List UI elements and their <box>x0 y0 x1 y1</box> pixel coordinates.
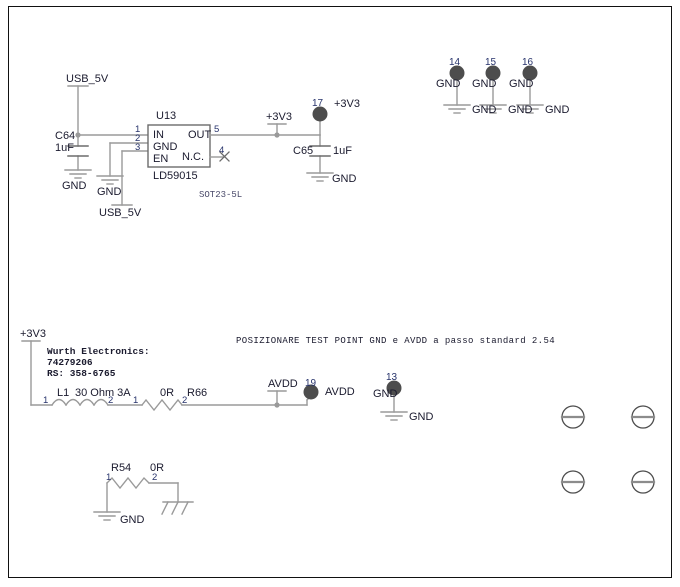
testpoint-pad-15 <box>485 65 501 81</box>
gnd-symbol-tp13 <box>380 411 408 421</box>
gnd-label-u13-pin2: GND <box>97 186 122 198</box>
resistor-r54-value[interactable]: 0R <box>150 462 165 474</box>
resistor-r54-pin-2: 2 <box>152 472 158 483</box>
manufacturer-note-line2: 74279206 <box>47 357 93 368</box>
manufacturer-note-line1: Wurth Electronics: <box>47 346 150 357</box>
placement-note: POSIZIONARE TEST POINT GND e AVDD a pass… <box>236 336 556 346</box>
u13-pin-name-nc: N.C. <box>182 151 204 163</box>
gnd-symbol-c64 <box>64 169 92 179</box>
resistor-r54-refdes[interactable]: R54 <box>111 462 132 474</box>
testpoint-overlay-label-14[interactable]: GND <box>436 78 461 90</box>
chassis-ground-symbol <box>161 501 194 515</box>
gnd-symbol-tp14 <box>443 104 471 114</box>
junction-avdd <box>274 402 280 408</box>
mounting-hole-2 <box>630 405 656 429</box>
testpoint-overlay-label-19[interactable]: AVDD <box>325 386 355 398</box>
resistor-r66-refdes[interactable]: R66 <box>187 387 208 399</box>
resistor-r66-pin-1: 1 <box>133 395 139 406</box>
mounting-hole-3 <box>560 470 586 494</box>
capacitor-c64-refdes[interactable]: C64 <box>55 130 76 142</box>
resistor-r66-value[interactable]: 0R <box>160 387 175 399</box>
u13-part-number[interactable]: LD59015 <box>153 170 198 182</box>
gnd-label-tp13: GND <box>409 411 434 423</box>
nc-cross-icon <box>219 151 230 162</box>
net-stub-usb5v-top <box>67 85 89 136</box>
testpoint-pad-17 <box>312 106 328 122</box>
resistor-r54-symbol <box>106 476 150 490</box>
mounting-hole-1 <box>560 405 586 429</box>
sheet-border <box>8 6 672 578</box>
testpoint-number-19: 19 <box>305 378 317 389</box>
net-stub-3v3-filter <box>21 340 41 406</box>
inductor-l1-symbol <box>51 398 109 406</box>
gnd-symbol-u13 <box>96 175 124 185</box>
manufacturer-note-line3: RS: 358-6765 <box>47 368 116 379</box>
wire-u13-pin2-gnd <box>109 142 149 177</box>
inductor-l1-value[interactable]: 30 Ohm 3A <box>75 387 131 399</box>
net-label-usb5v-enable[interactable]: USB_5V <box>99 207 142 219</box>
net-label-avdd[interactable]: AVDD <box>268 378 298 390</box>
testpoint-overlay-label-13[interactable]: GND <box>373 388 398 400</box>
resistor-r66-symbol <box>141 398 183 412</box>
testpoint-number-15: 15 <box>485 57 497 68</box>
net-label-3v3-out[interactable]: +3V3 <box>266 111 292 123</box>
u13-pin-number-1: 1 <box>135 124 141 135</box>
resistor-r66-pin-2: 2 <box>182 395 188 406</box>
testpoint-pad-19 <box>303 384 319 400</box>
u13-pin-number-5: 5 <box>214 124 220 135</box>
gnd-label-tp16: GND <box>545 104 570 116</box>
testpoint-number-17: 17 <box>312 98 324 109</box>
testpoint-pad-16 <box>522 65 538 81</box>
mounting-hole-4 <box>630 470 656 494</box>
net-label-3v3-filter[interactable]: +3V3 <box>20 328 46 340</box>
resistor-r54-pin-1: 1 <box>106 472 112 483</box>
junction-usb5v <box>75 132 81 138</box>
gnd-label-tp14: GND <box>472 104 497 116</box>
gnd-label-c65: GND <box>332 173 357 185</box>
testpoint-overlay-label-15[interactable]: GND <box>472 78 497 90</box>
testpoint-overlay-label-16[interactable]: GND <box>509 78 534 90</box>
capacitor-c65-symbol <box>309 145 331 157</box>
testpoint-number-16: 16 <box>522 57 534 68</box>
junction-dots <box>75 132 280 408</box>
testpoint-net-label-17[interactable]: +3V3 <box>334 98 360 110</box>
gnd-label-c64: GND <box>62 180 87 192</box>
gnd-label-tp15: GND <box>508 104 533 116</box>
capacitor-c64-value[interactable]: 1uF <box>55 142 74 154</box>
gnd-symbol-c65 <box>306 172 334 182</box>
junction-3v3-out <box>274 132 280 138</box>
testpoint-pad-13 <box>386 380 402 396</box>
net-label-usb5v-top[interactable]: USB_5V <box>66 73 109 85</box>
gnd-label-r54: GND <box>120 514 145 526</box>
gnd-symbol-tp16 <box>516 104 544 114</box>
testpoint-number-13: 13 <box>386 372 398 383</box>
inductor-l1-pin-2: 2 <box>108 395 114 406</box>
u13-pin-number-2: 2 <box>135 133 141 144</box>
inductor-l1-refdes[interactable]: L1 <box>57 387 70 399</box>
u13-pin-name-gnd: GND <box>153 141 178 153</box>
testpoint-number-14: 14 <box>449 57 461 68</box>
testpoint-pad-14 <box>449 65 465 81</box>
u13-pin-name-en: EN <box>153 153 169 165</box>
testpoint-pads <box>303 65 538 400</box>
inductor-l1-pin-1: 1 <box>43 395 49 406</box>
capacitor-c64-symbol <box>67 145 89 157</box>
gnd-symbol-r54 <box>93 511 121 521</box>
u13-pin-number-3: 3 <box>135 142 141 153</box>
u13-pin-name-out: OUT <box>188 129 212 141</box>
u13-pin-name-in: IN <box>153 129 164 141</box>
u13-pin-number-4: 4 <box>219 145 225 156</box>
capacitor-c65-value[interactable]: 1uF <box>333 145 352 157</box>
u13-refdes[interactable]: U13 <box>156 110 177 122</box>
capacitor-c65-refdes[interactable]: C65 <box>293 145 314 157</box>
gnd-symbol-tp15 <box>479 104 507 114</box>
u13-body <box>147 124 211 168</box>
u13-package: SOT23-5L <box>199 190 243 200</box>
wire-u13-pin3-en <box>111 150 149 206</box>
